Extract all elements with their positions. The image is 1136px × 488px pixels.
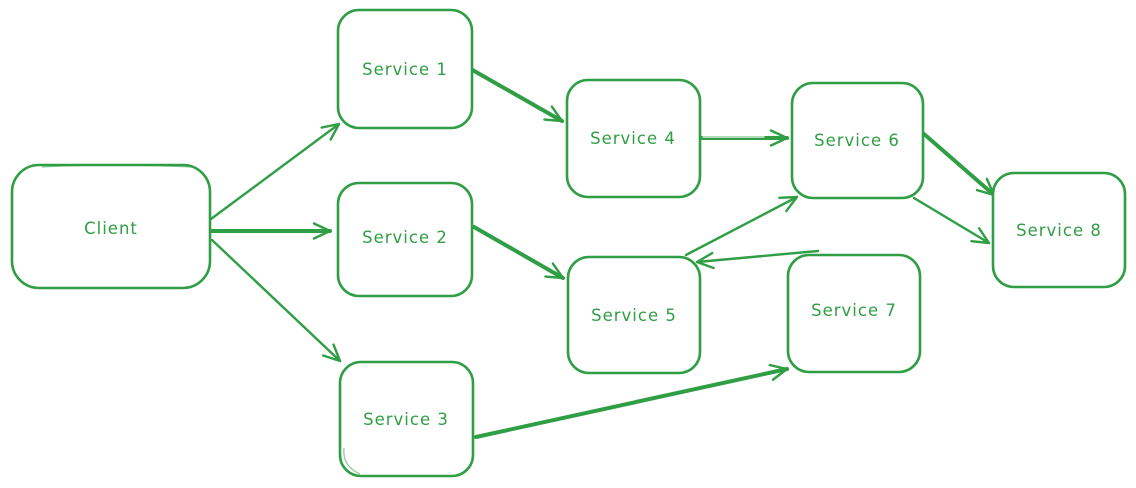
node-service5[interactable]: Service 5 (566, 255, 702, 375)
node-service6-label: Service 6 (814, 131, 900, 150)
node-service3[interactable]: Service 3 (338, 360, 475, 478)
edge-client-service3[interactable] (210, 238, 342, 363)
node-service5-label: Service 5 (591, 306, 677, 325)
node-service5-box[interactable] (566, 255, 702, 375)
node-service4[interactable]: Service 4 (565, 78, 702, 199)
node-service1[interactable]: Service 1 (336, 8, 474, 130)
edge-service6-service8-upper[interactable] (922, 132, 996, 197)
node-service4-label: Service 4 (590, 129, 676, 148)
node-service6[interactable]: Service 6 (790, 81, 925, 200)
edge-service5-service6[interactable] (684, 195, 799, 257)
node-service8-box[interactable] (991, 171, 1127, 289)
node-service2[interactable]: Service 2 (336, 181, 474, 298)
node-client[interactable]: Client (10, 163, 212, 290)
node-service1-box[interactable] (336, 8, 474, 130)
edge-service3-service7[interactable] (474, 363, 789, 439)
node-service3-box[interactable] (338, 360, 475, 478)
node-service2-label: Service 2 (362, 228, 448, 247)
edge-service4-service6[interactable] (699, 129, 789, 147)
node-service2-box[interactable] (336, 181, 474, 298)
edge-service6-service8-lower[interactable] (912, 196, 991, 245)
node-service7-box[interactable] (786, 253, 922, 374)
edge-service2-service5[interactable] (472, 225, 565, 280)
node-service8-label: Service 8 (1016, 221, 1102, 240)
node-service3-label: Service 3 (363, 410, 449, 429)
edge-service1-service4[interactable] (467, 66, 564, 123)
node-service6-box[interactable] (790, 81, 925, 200)
node-service4-box[interactable] (565, 78, 702, 199)
node-service8[interactable]: Service 8 (991, 171, 1127, 289)
edge-client-service1[interactable] (209, 122, 341, 221)
node-service7-label: Service 7 (811, 301, 897, 320)
node-client-label: Client (84, 219, 138, 238)
node-service7[interactable]: Service 7 (786, 253, 922, 374)
edge-service7-service5[interactable] (695, 249, 820, 270)
node-service1-label: Service 1 (362, 60, 448, 79)
